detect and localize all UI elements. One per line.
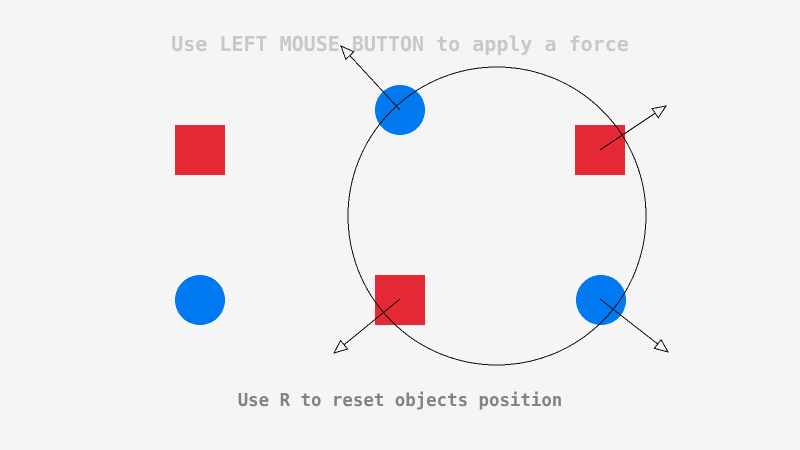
force-arrow-top-left — [340, 45, 401, 111]
instruction-reset-objects: Use R to reset objects position — [237, 391, 563, 411]
force-arrow-bottom-left — [333, 298, 401, 354]
boundary-circle — [347, 66, 647, 366]
force-arrowhead — [340, 45, 355, 61]
force-arrow-shaft — [349, 55, 401, 111]
force-arrowhead — [653, 338, 670, 353]
instruction-apply-force: Use LEFT MOUSE BUTTON to apply a force — [171, 32, 629, 56]
force-arrow-bottom-right — [599, 298, 670, 353]
force-arrowhead — [333, 339, 349, 354]
force-arrow-shaft — [599, 112, 656, 151]
force-arrowhead — [651, 105, 668, 119]
blue-circle-left[interactable] — [175, 275, 225, 325]
force-arrow-shaft — [599, 298, 659, 345]
red-square-left[interactable] — [175, 125, 225, 175]
force-arrow-shaft — [343, 298, 401, 346]
red-square-bottom-left[interactable] — [375, 275, 425, 325]
force-arrow-top-right — [599, 105, 668, 151]
